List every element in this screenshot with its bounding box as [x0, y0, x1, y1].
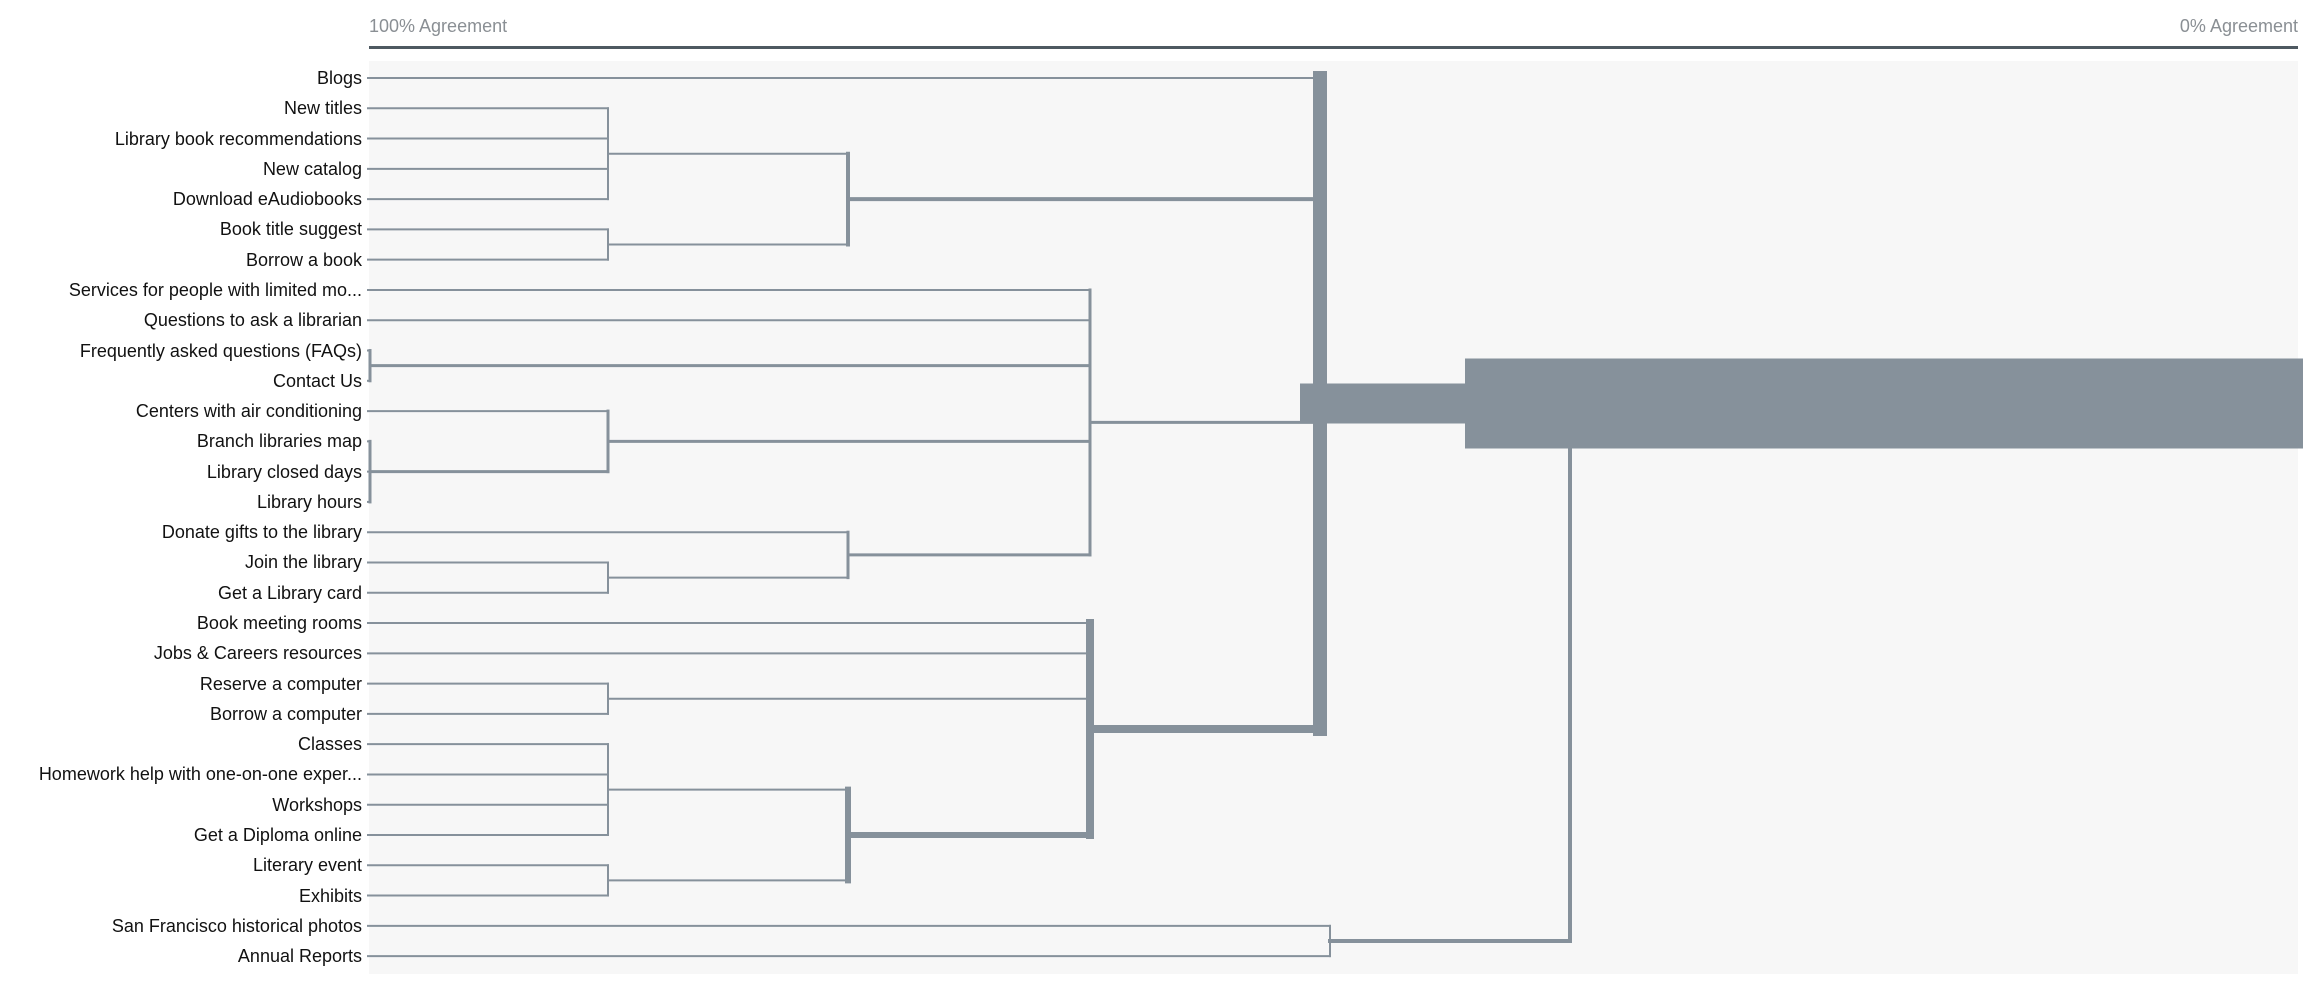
leaf-label: Library book recommendations: [114, 128, 362, 149]
agreement-axis-line: [369, 46, 2298, 49]
leaf-label: Exhibits: [298, 885, 362, 906]
leaf-label: Borrow a computer: [209, 703, 362, 724]
leaf-label: Borrow a book: [245, 249, 362, 270]
plot-area: [369, 61, 2298, 974]
leaf-label: Literary event: [252, 855, 362, 876]
leaf-label: Get a Diploma online: [193, 825, 362, 845]
leaf-label: Reserve a computer: [199, 673, 362, 694]
leaf-label: Get a Library card: [217, 582, 362, 603]
leaf-label: Branch libraries map: [196, 431, 362, 452]
agreement-max-label: 100% Agreement: [369, 16, 508, 36]
leaf-label: Services for people with limited mo...: [68, 279, 362, 300]
leaf-label: Book meeting rooms: [196, 613, 362, 634]
leaf-label: Frequently asked questions (FAQs): [79, 340, 362, 361]
leaf-label: Questions to ask a librarian: [143, 310, 362, 331]
leaf-label: New titles: [283, 98, 362, 119]
leaf-label: Library closed days: [206, 461, 362, 482]
leaf-label: Download eAudiobooks: [172, 189, 362, 210]
leaf-label: San Francisco historical photos: [111, 915, 362, 936]
leaf-label: Library hours: [256, 491, 362, 512]
leaf-label: Contact Us: [272, 370, 362, 391]
agreement-min-label: 0% Agreement: [2179, 16, 2298, 36]
leaf-label: Donate gifts to the library: [161, 522, 362, 543]
leaf-label: New catalog: [262, 158, 362, 179]
leaf-label: Workshops: [272, 794, 362, 815]
leaf-label: Book title suggest: [219, 219, 362, 240]
leaf-label: Jobs & Careers resources: [153, 643, 362, 664]
leaf-label: Homework help with one-on-one exper...: [38, 764, 362, 785]
leaf-label: Centers with air conditioning: [135, 401, 362, 422]
leaf-label: Classes: [297, 734, 362, 755]
leaf-label: Join the library: [244, 552, 362, 573]
leaf-label: Blogs: [316, 68, 362, 88]
leaf-label: Annual Reports: [237, 946, 362, 967]
